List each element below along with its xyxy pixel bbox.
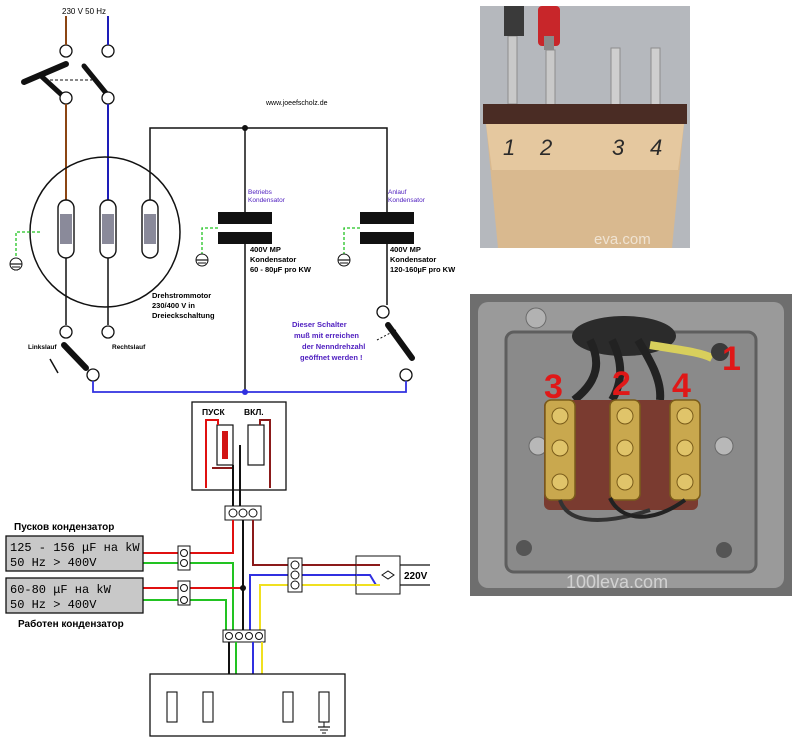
run-cap-heading: Работен кондензатор (18, 618, 124, 630)
run-cap-box (5, 577, 144, 614)
start-cap-value: 125 - 156 μF на kW (10, 541, 140, 555)
run-cap-title-2: Kondensator (248, 197, 286, 204)
supply-label: 230 V 50 Hz (62, 7, 106, 16)
start-cap-spec-2: 120-160µF pro KW (390, 265, 456, 274)
start-cap-title-2: Kondensator (388, 197, 426, 204)
box-number-3: 3 (544, 368, 563, 406)
on-button (247, 424, 265, 466)
plug-number-1: 1 (503, 135, 515, 160)
bulgarian-schematic: ПУСК ВКЛ. (5, 401, 430, 737)
run-cap-voltage: 50 Hz > 400V (10, 598, 97, 612)
run-cap-value: 60-80 μF на kW (10, 583, 112, 597)
start-cap-title-1: Anlauf (388, 189, 407, 196)
connector-motor (222, 629, 266, 643)
on-label: ВКЛ. (244, 407, 264, 417)
switch-note-0: Dieser Schalter (292, 320, 347, 329)
plug-watermark: eva.com (594, 231, 651, 248)
motor-label-2: Dreieckschaltung (152, 311, 215, 320)
terminal-box-photo: 3 2 4 1 100leva.com (470, 294, 792, 596)
start-cap-heading: Пусков кондензатор (14, 522, 114, 533)
switch-note-1: muß mit erreichen (294, 331, 359, 340)
linkslauf-label: Linkslauf (28, 344, 57, 351)
bottom-bus (92, 381, 407, 393)
mains-label: 220V (404, 571, 428, 582)
motor-windings (57, 199, 159, 259)
motor-ground-icon (9, 231, 40, 271)
start-capacitor (337, 212, 414, 305)
plug-number-4: 4 (650, 135, 662, 160)
supply-terminal-l (59, 44, 73, 58)
box-number-1: 1 (722, 340, 741, 378)
motor-terminal-block (149, 673, 346, 737)
box-number-2: 2 (612, 365, 631, 403)
ground-icon (318, 722, 330, 734)
start-cap-voltage: 50 Hz > 400V (10, 556, 97, 570)
motor-label-1: 230/400 V in (152, 301, 195, 310)
start-label: ПУСК (202, 407, 226, 417)
supply-terminal-n (101, 44, 115, 58)
plug-number-3: 3 (612, 135, 625, 160)
start-cap-box (5, 535, 144, 572)
switch-note-3: geöffnet werden ! (300, 353, 363, 362)
terminal-rechts (101, 325, 115, 339)
run-cap-spec-2: 60 - 80µF pro KW (250, 265, 312, 274)
run-capacitor (195, 212, 272, 392)
run-cap-spec-1: Kondensator (250, 255, 296, 264)
plug-number-2: 2 (539, 135, 552, 160)
start-cap-spec-0: 400V MP (390, 245, 421, 254)
main-switch (21, 61, 115, 105)
terminal-links (59, 325, 73, 339)
direction-switch (49, 342, 100, 382)
plug-photo: 1 2 3 4 eva.com (480, 6, 690, 248)
rechtslauf-label: Rechtslauf (112, 344, 146, 351)
start-cap-spec-1: Kondensator (390, 255, 436, 264)
box-number-4: 4 (672, 367, 691, 405)
run-cap-spec-0: 400V MP (250, 245, 281, 254)
motor-label-0: Drehstrommotor (152, 291, 211, 300)
german-schematic: 230 V 50 Hz (9, 7, 456, 395)
centrifugal-switch (376, 305, 415, 382)
run-cap-title-1: Betriebs (248, 189, 273, 196)
website-label: www.joeefscholz.de (265, 100, 328, 107)
box-watermark: 100leva.com (566, 572, 668, 592)
switch-note-2: der Nenndrehzahl (302, 342, 365, 351)
